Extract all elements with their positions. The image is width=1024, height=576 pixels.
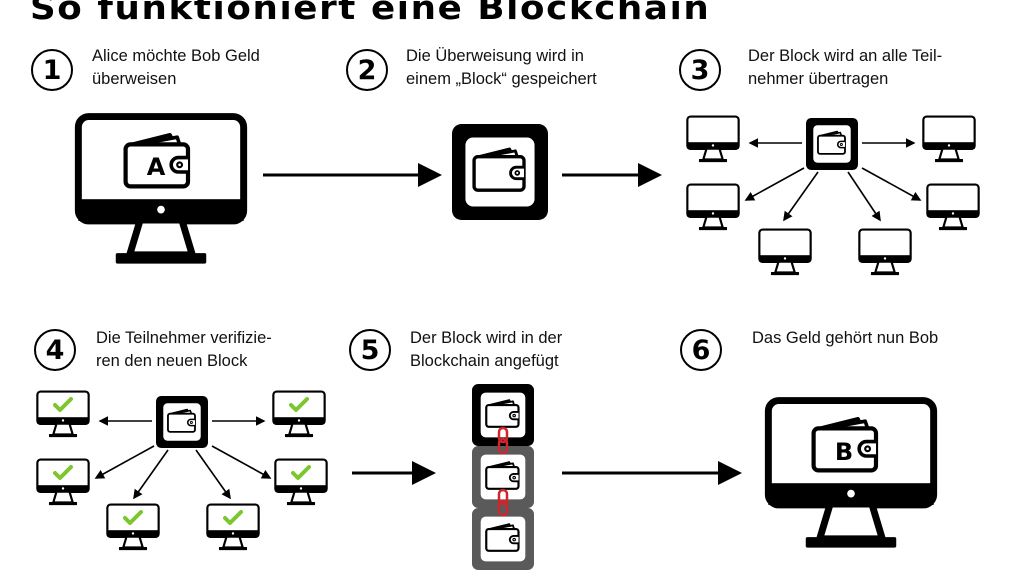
step-5-line-1: Der Block wird in der — [410, 329, 563, 347]
step-3-line-2: nehmer übertragen — [748, 70, 889, 88]
monitor-icon — [36, 390, 90, 439]
arrow-icon — [861, 167, 922, 201]
step-1-number: 1 — [31, 49, 73, 91]
monitor-icon — [274, 458, 328, 507]
chained-block-icon — [472, 446, 534, 508]
step-6-text: Das Geld gehört nun Bob — [752, 327, 938, 350]
monitor-icon — [686, 115, 740, 164]
arrow-icon — [783, 171, 819, 222]
step-3-text: Der Block wird an alle Teil-nehmer übert… — [748, 45, 942, 91]
step-4-line-1: Die Teilnehmer verifizie- — [96, 329, 272, 347]
step-6-line-1: Das Geld gehört nun Bob — [752, 329, 939, 347]
step-4-line-2: ren den neuen Block — [96, 352, 248, 370]
new-block-icon — [472, 384, 534, 446]
page-title: So funktioniert eine Blockchain — [30, 0, 711, 27]
monitor-icon — [272, 390, 326, 439]
step-2-line-2: einem „Block“ gespeichert — [406, 70, 597, 88]
chain-link-icon — [497, 499, 509, 517]
arrow-icon — [744, 167, 805, 201]
chain-link-icon — [497, 488, 509, 506]
monitor-icon — [36, 458, 90, 507]
sender-wallet-label: A — [147, 153, 166, 181]
block-icon — [452, 124, 548, 220]
step-2-number: 2 — [346, 49, 388, 91]
receiver-wallet-label: B — [835, 438, 853, 466]
monitor-icon — [922, 115, 976, 164]
arrow-icon — [195, 449, 231, 500]
step-2-text: Die Überweisung wird in einem „Block“ ges… — [406, 45, 597, 91]
step-2-line-1: Die Überweisung wird in — [406, 47, 584, 65]
monitor-icon — [758, 228, 812, 277]
step-1-text: Alice möchte Bob Geld überweisen — [92, 45, 260, 91]
monitor-icon — [858, 228, 912, 277]
step-3-number: 3 — [679, 49, 721, 91]
block-icon — [806, 118, 858, 170]
monitor-icon — [686, 183, 740, 232]
step-4-number: 4 — [34, 329, 76, 371]
step-5-number: 5 — [349, 329, 391, 371]
block-icon — [156, 396, 208, 448]
arrow-icon — [847, 171, 881, 222]
chained-block-icon — [472, 508, 534, 570]
arrow-icon — [94, 445, 155, 479]
chain-link-icon — [497, 437, 509, 455]
step-5-line-2: Blockchain angefügt — [410, 352, 559, 370]
step-6-number: 6 — [680, 329, 722, 371]
step-3-line-1: Der Block wird an alle Teil- — [748, 47, 943, 65]
monitor-icon — [926, 183, 980, 232]
chain-link-icon — [497, 426, 509, 444]
monitor-icon — [106, 503, 160, 552]
arrow-icon — [133, 449, 169, 500]
step-4-text: Die Teilnehmer verifizie-ren den neuen B… — [96, 327, 272, 373]
step-1-line-1: Alice möchte Bob Geld — [92, 47, 260, 65]
monitor-icon — [206, 503, 260, 552]
arrow-icon — [211, 445, 272, 479]
step-1-line-2: überweisen — [92, 70, 177, 88]
